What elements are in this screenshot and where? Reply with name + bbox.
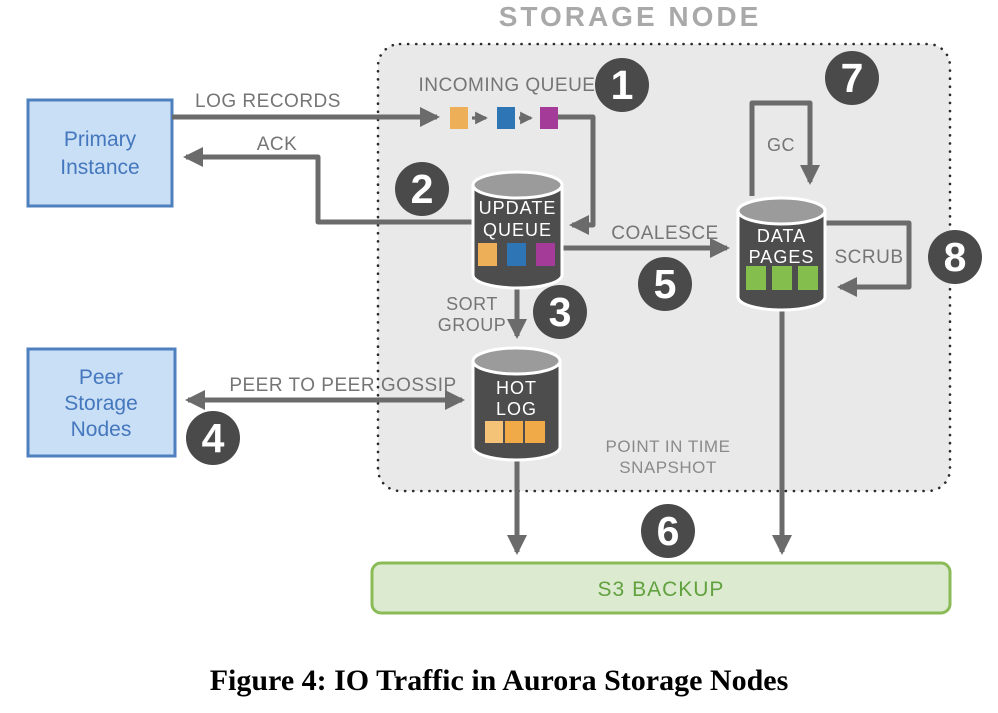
svg-text:8: 8 — [944, 234, 967, 280]
sort-label: SORT — [446, 294, 498, 314]
hot-log-label-line1: HOT — [496, 378, 537, 398]
scrub-loop-arrow — [825, 220, 912, 297]
data-pages-cylinder: DATA PAGES — [736, 196, 827, 312]
peer-storage-label-line2: Storage — [64, 392, 138, 415]
ack-label: ACK — [257, 134, 298, 155]
primary-instance-label-line1: Primary — [64, 128, 137, 151]
update-queue-label-line2: QUEUE — [483, 220, 552, 240]
incoming-queue-label: INCOMING QUEUE — [419, 75, 596, 96]
data-pages-label-line1: DATA — [757, 226, 806, 246]
queue-item-orange — [450, 107, 468, 129]
step-badge-3: 3 — [533, 285, 587, 339]
step-badge-6: 6 — [641, 504, 695, 558]
figure-caption: Figure 4: IO Traffic in Aurora Storage N… — [210, 664, 789, 697]
step-badge-8: 8 — [928, 230, 982, 284]
update-queue-item-orange — [478, 243, 497, 266]
svg-text:2: 2 — [411, 166, 434, 212]
data-pages-label-line2: PAGES — [749, 247, 815, 267]
point-in-time-snapshot-label-line2: SNAPSHOT — [619, 458, 717, 477]
queue-item-magenta — [540, 107, 558, 129]
gc-loop-arrow — [749, 100, 820, 196]
incoming-to-update-queue-arrow — [558, 114, 596, 235]
hot-log-label-line2: LOG — [496, 399, 537, 419]
hot-log-cylinder-top — [471, 346, 562, 376]
step-badge-7: 7 — [825, 51, 879, 105]
hot-log-item-orange-3 — [525, 421, 545, 443]
hot-log-cylinder: HOT LOG — [471, 346, 562, 462]
scrub-label: SCRUB — [834, 247, 903, 268]
update-queue-label-line1: UPDATE — [479, 198, 557, 218]
primary-instance-box: Primary Instance — [26, 98, 174, 208]
log-records-label: LOG RECORDS — [195, 91, 341, 112]
incoming-queue-items — [450, 107, 558, 129]
peer-storage-label-line3: Nodes — [71, 418, 132, 441]
update-queue-cylinder-top — [471, 170, 564, 200]
svg-text:3: 3 — [549, 289, 572, 335]
hot-log-item-orange-1 — [485, 421, 503, 443]
svg-text:5: 5 — [654, 261, 677, 307]
point-in-time-snapshot-label-line1: POINT IN TIME — [606, 437, 731, 456]
hot-log-item-orange-2 — [505, 421, 523, 443]
peer-gossip-label: PEER TO PEER GOSSIP — [229, 375, 456, 396]
data-pages-item-green-1 — [746, 266, 766, 290]
svg-text:4: 4 — [202, 415, 225, 461]
step-badge-5: 5 — [638, 257, 692, 311]
data-pages-item-green-3 — [798, 266, 818, 290]
s3-backup-box: S3 BACKUP — [370, 561, 952, 615]
update-queue-item-blue — [507, 243, 526, 266]
data-pages-item-green-2 — [772, 266, 792, 290]
step-badge-4: 4 — [186, 411, 240, 465]
peer-storage-label-line1: Peer — [79, 366, 123, 389]
svg-text:6: 6 — [657, 508, 680, 554]
group-label: GROUP — [438, 315, 507, 335]
primary-instance-label-line2: Instance — [60, 156, 139, 179]
queue-item-blue — [497, 107, 515, 129]
storage-node-title: STORAGE NODE — [499, 1, 762, 32]
svg-text:1: 1 — [611, 62, 634, 108]
step-badge-2: 2 — [395, 162, 449, 216]
step-badge-1: 1 — [595, 58, 649, 112]
update-queue-item-magenta — [536, 243, 555, 266]
svg-text:7: 7 — [841, 55, 864, 101]
data-pages-cylinder-top — [736, 196, 827, 226]
coalesce-label: COALESCE — [611, 223, 718, 244]
update-queue-cylinder: UPDATE QUEUE — [471, 170, 564, 290]
ack-arrow — [183, 147, 473, 225]
s3-backup-label: S3 BACKUP — [598, 578, 725, 601]
gc-label: GC — [767, 135, 795, 155]
peer-storage-nodes-box: Peer Storage Nodes — [26, 347, 177, 458]
